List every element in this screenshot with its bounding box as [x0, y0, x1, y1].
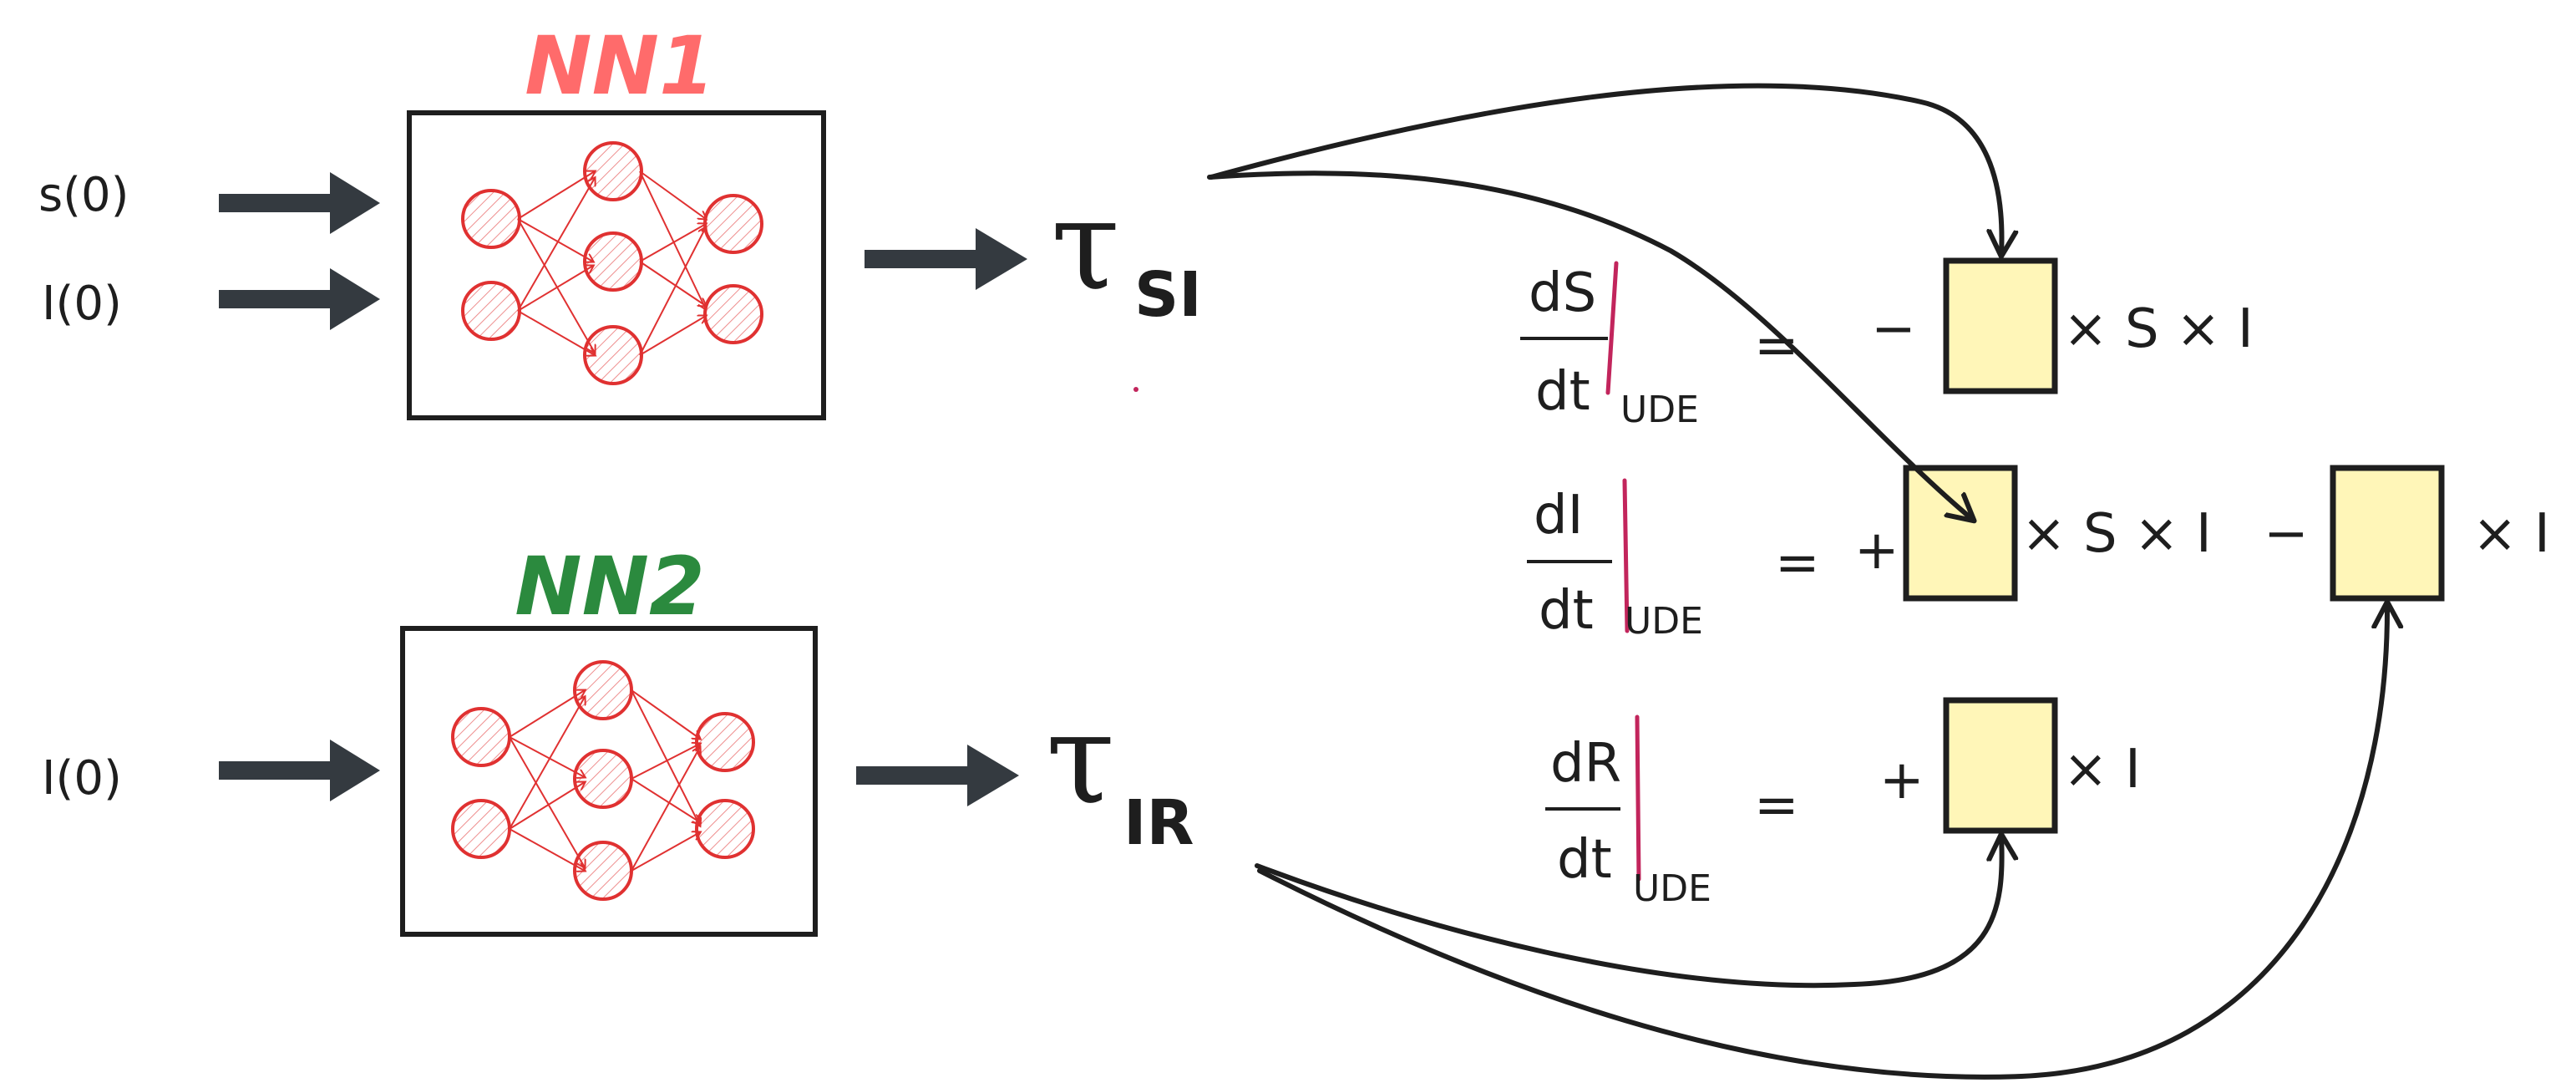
nn1-input-i0: I(0)	[42, 277, 122, 331]
stray-dot	[1133, 387, 1138, 392]
nn1-box	[407, 110, 826, 420]
eq-dr-equals: =	[1754, 775, 1799, 836]
nn1-input-s0: s(0)	[38, 168, 129, 222]
eq-ds-sign-1: −	[1871, 298, 1916, 360]
tau-si-subscript: SI	[1134, 259, 1202, 331]
nn1-network	[517, 171, 706, 355]
eq-dr-subscript: UDE	[1633, 867, 1711, 910]
eq-di-sign-1: +	[1854, 520, 1899, 582]
tau-ir-subscript: IR	[1123, 787, 1194, 859]
eq-di-sign-2: −	[2264, 503, 2309, 565]
eq-di-subscript: UDE	[1625, 600, 1703, 643]
nn2-network	[509, 690, 700, 871]
nn2-output-arrow	[856, 745, 1019, 806]
nn2-input-i0: I(0)	[42, 751, 122, 806]
eq-dr-denominator: dt	[1557, 829, 1612, 891]
nn2-title: NN2	[515, 540, 704, 633]
eq-dr-sign-1: +	[1879, 750, 1924, 811]
param-box-ds-si	[1943, 257, 2058, 394]
eq-di-equals: =	[1775, 532, 1820, 594]
eq-di-factor-2: × I	[2472, 503, 2550, 565]
nn2-neurons	[451, 660, 755, 901]
tau-ir-symbol: τ	[1046, 687, 1115, 832]
connector-tau-ir-to-di	[1257, 603, 2387, 1080]
eq-dr-numerator: dR	[1550, 733, 1621, 795]
connector-tau-si-to-ds	[1209, 83, 2001, 255]
nn2-input-arrow	[219, 740, 380, 801]
curved-connectors	[1207, 83, 2387, 1080]
nn1-output-arrow	[865, 228, 1027, 290]
eq-dr-factor-1: × I	[2063, 739, 2141, 801]
nn1-title: NN1	[525, 19, 714, 113]
param-box-di-ir	[2330, 465, 2445, 602]
eq-ds-factor-1: × S × I	[2063, 298, 2254, 360]
eq-di-factor-1: × S × I	[2021, 503, 2212, 565]
connector-tau-si-to-di	[1207, 170, 1973, 520]
nn1-input-arrow-1	[219, 172, 380, 234]
param-box-di-si	[1903, 465, 2018, 602]
eq-di-numerator: dI	[1534, 485, 1584, 547]
nn1-neurons	[461, 141, 763, 385]
nn2-box	[400, 626, 818, 937]
equation-di: dI dt UDE = + × S × I − × I	[1527, 465, 2550, 643]
equation-ds: dS dt UDE = − × S × I	[1520, 257, 2254, 431]
connector-tau-ir-to-dr	[1255, 836, 2002, 989]
equation-dr: dR dt UDE = + × I	[1545, 697, 2141, 910]
tau-si-symbol: τ	[1051, 173, 1120, 318]
eq-ds-numerator: dS	[1529, 262, 1596, 324]
nn1-input-arrow-2	[219, 268, 380, 330]
eq-ds-subscript: UDE	[1620, 389, 1699, 431]
param-box-dr-ir	[1943, 697, 2058, 834]
eq-di-denominator: dt	[1539, 580, 1594, 642]
eq-ds-denominator: dt	[1535, 361, 1590, 423]
